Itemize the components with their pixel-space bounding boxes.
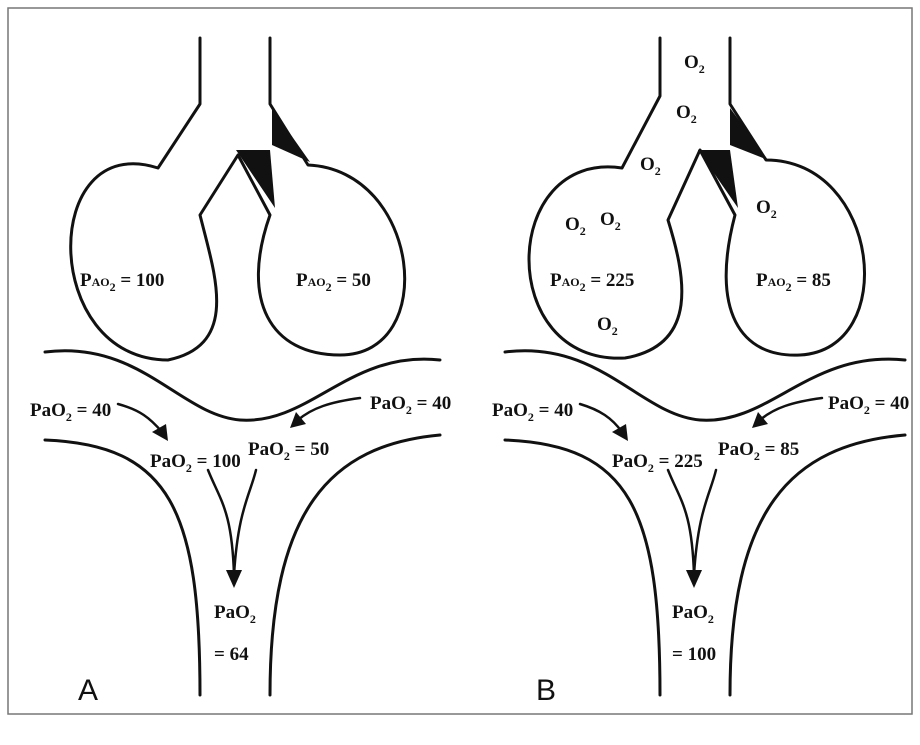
panel-a-arrow-merge <box>208 470 256 575</box>
panel-a-venous-left-label: PaO2 = 40 <box>30 400 111 424</box>
panel-a-arrow-left <box>118 404 162 432</box>
figure-border <box>8 8 912 714</box>
panel-b-arrow-left <box>580 404 622 432</box>
panel-b-alveolus-left-label: PAO2 = 225 <box>550 270 634 294</box>
panel-a-alveolus-right-label: PAO2 = 50 <box>296 270 371 294</box>
panel-b-letter: B <box>536 674 556 707</box>
panel-b-arrow-merge <box>668 470 716 575</box>
panel-a-capillary-right-wall <box>270 435 440 695</box>
panel-b-capillary-right-wall <box>730 435 905 695</box>
panel-a-alveolus-left-label: PAO2 = 100 <box>80 270 164 294</box>
panel-b-o2-molecule-7: O2 <box>756 197 777 221</box>
panel-b-venous-left-label: PaO2 = 40 <box>492 400 573 424</box>
panel-a-mixed-label: PaO2 <box>214 602 256 626</box>
panel-a: PAO2 = 100 PAO2 = 50 PaO2 = 40 PaO2 = 40… <box>30 38 451 707</box>
panel-a-constriction-lower <box>236 150 275 208</box>
panel-b-capillary-left-label: PaO2 = 225 <box>612 451 703 475</box>
panel-a-venous-right-label: PaO2 = 40 <box>370 393 451 417</box>
panel-b-arrowhead-down <box>686 570 702 588</box>
panel-a-arrowhead-down <box>226 570 242 588</box>
panel-a-letter: A <box>78 674 98 707</box>
panel-b-venous-right-label: PaO2 = 40 <box>828 393 909 417</box>
panel-a-mixed-value: = 64 <box>214 644 249 665</box>
panel-b-o2-molecule-2: O2 <box>676 102 697 126</box>
panel-b-constriction-upper <box>730 108 768 160</box>
panel-a-airway-outline <box>71 38 405 360</box>
panel-b-constriction-lower <box>698 150 738 208</box>
panel-b-o2-molecule-5: O2 <box>600 209 621 233</box>
panel-b-alveolus-right-label: PAO2 = 85 <box>756 270 831 294</box>
panel-b-mixed-value: = 100 <box>672 644 716 665</box>
panel-b-o2-molecule-3: O2 <box>640 154 661 178</box>
panel-b-arrowhead-left <box>612 424 628 441</box>
panel-b-o2-molecule-4: O2 <box>565 214 586 238</box>
panel-b-capillary-right-label: PaO2 = 85 <box>718 439 799 463</box>
panel-a-capillary-left-wall <box>45 440 200 695</box>
panel-b-capillary-left-wall <box>505 440 660 695</box>
panel-b-o2-molecule-6: O2 <box>597 314 618 338</box>
panel-a-capillary-right-label: PaO2 = 50 <box>248 439 329 463</box>
panel-a-arrowhead-left <box>152 424 168 441</box>
panel-a-capillary-left-label: PaO2 = 100 <box>150 451 241 475</box>
panel-b-o2-molecule-1: O2 <box>684 52 705 76</box>
panel-b-mixed-label: PaO2 <box>672 602 714 626</box>
panel-b: O2 O2 O2 O2 O2 O2 O2 PAO2 = 225 PAO2 = 8… <box>492 38 909 707</box>
panel-b-airway-outline <box>529 38 865 358</box>
